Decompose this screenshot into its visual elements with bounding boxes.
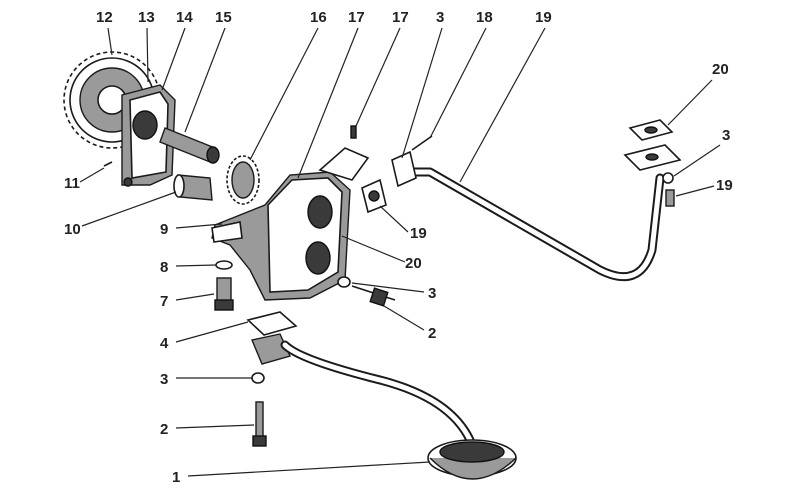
callout-16: 17 xyxy=(392,9,409,26)
callout-9: 11 xyxy=(64,175,80,192)
dowel-pin xyxy=(350,125,357,139)
callout-3-right: 3 xyxy=(722,127,730,144)
callout-13: 15 xyxy=(215,9,232,26)
callout-17-top: 18 xyxy=(476,9,493,26)
bolt-2-upper xyxy=(337,276,396,307)
callout-20: 20 xyxy=(405,255,422,272)
callout-12: 14 xyxy=(176,9,193,26)
outlet-pipe xyxy=(391,144,682,282)
callout-5: 7 xyxy=(160,293,168,310)
lower-washer xyxy=(251,372,265,384)
callout-3-top: 3 xyxy=(436,9,444,26)
pin xyxy=(103,161,113,167)
callout-10: 12 xyxy=(96,9,113,26)
callout-2-low: 2 xyxy=(160,421,168,438)
upper-flange-gasket xyxy=(628,119,674,141)
bushing xyxy=(173,174,213,201)
callout-4: 4 xyxy=(160,335,169,352)
callout-17-right: 19 xyxy=(716,177,733,194)
callout-7: 9 xyxy=(160,221,168,238)
drive-shaft xyxy=(159,127,220,164)
pump-cover xyxy=(121,84,176,187)
callout-6: 8 xyxy=(160,259,168,276)
callout-15: 17 xyxy=(348,9,365,26)
oil-strainer xyxy=(427,439,517,480)
right-washer-bolt xyxy=(662,172,675,207)
inlet-pipe xyxy=(246,311,475,445)
pump-body xyxy=(211,147,370,301)
top-bolt xyxy=(411,135,433,151)
callout-19-mid: 19 xyxy=(410,225,427,242)
callout-1: 1 xyxy=(172,469,180,486)
callout-14: 16 xyxy=(310,9,327,26)
body-gasket xyxy=(361,178,387,214)
callout-3-low: 3 xyxy=(160,371,168,388)
callout-3-mid: 3 xyxy=(428,285,436,302)
callout-labels: 12 13 14 15 16 17 17 3 18 19 20 3 19 11 … xyxy=(64,9,733,486)
bolt-5 xyxy=(214,260,234,311)
callout-18: 19 xyxy=(535,9,552,26)
callout-11: 13 xyxy=(138,9,155,26)
callout-8: 10 xyxy=(64,221,81,238)
pump-gear xyxy=(226,155,260,205)
callout-19-right: 20 xyxy=(712,61,729,78)
callout-2-mid: 2 xyxy=(428,325,436,342)
bolt-2-lower xyxy=(252,401,267,447)
